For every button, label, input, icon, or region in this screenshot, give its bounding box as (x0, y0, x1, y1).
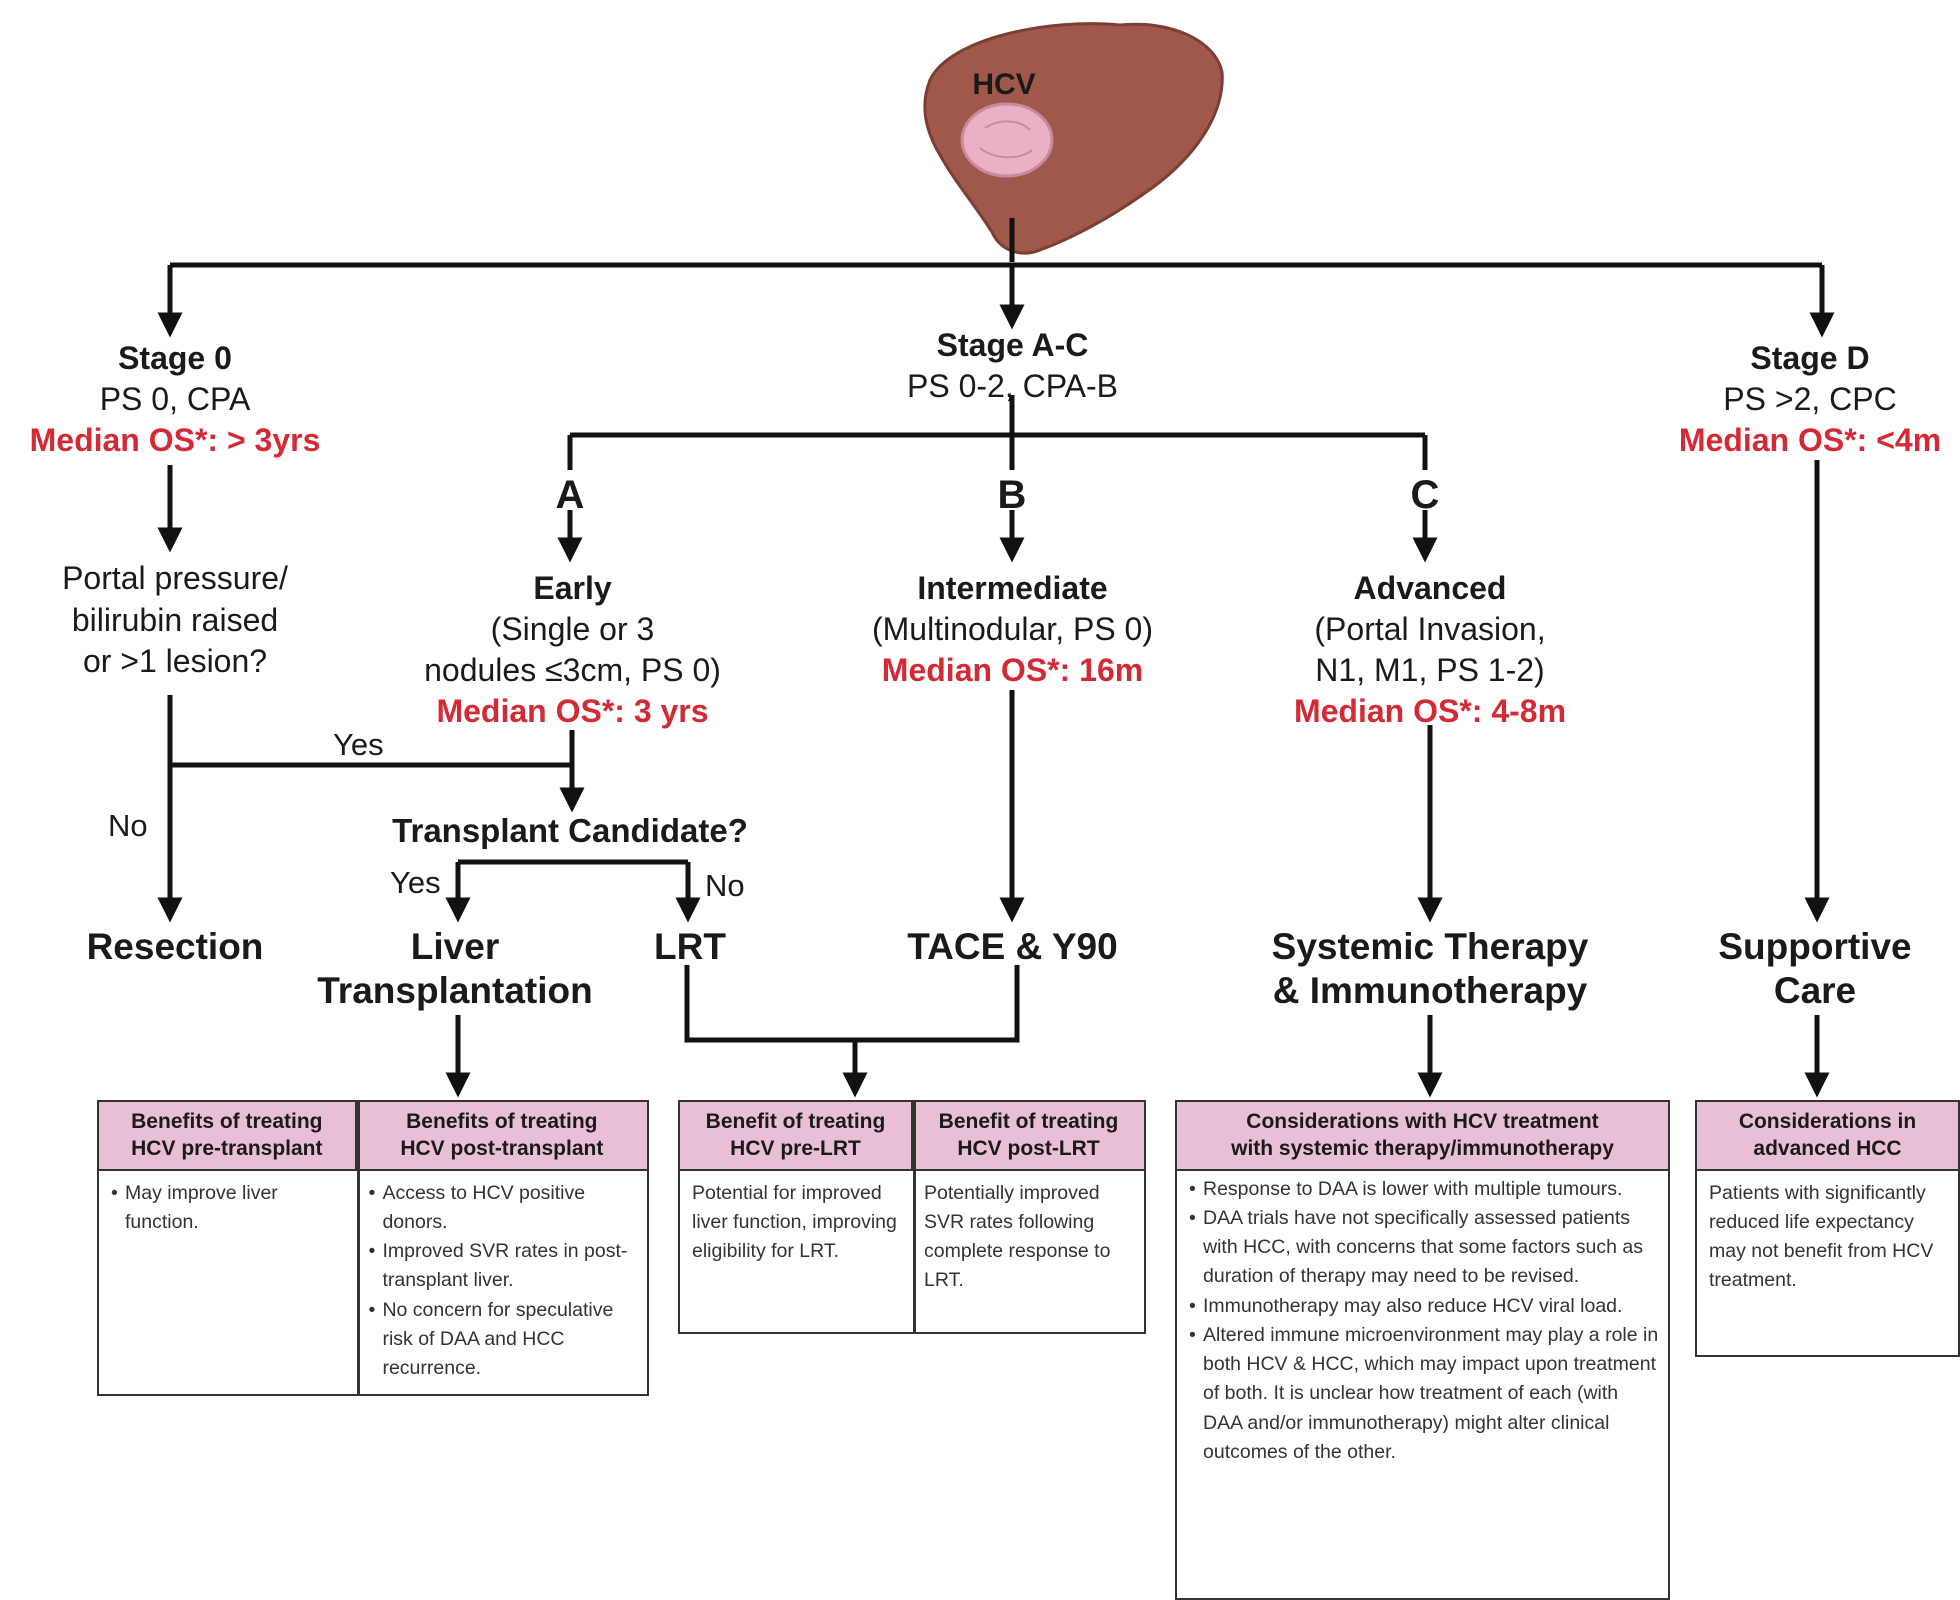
box-header: Benefit of treating HCV pre-LRT (680, 1102, 911, 1169)
tace-y90-outcome: TACE & Y90 (907, 926, 1118, 967)
box-cell: Potential for improved liver function, i… (692, 1181, 897, 1263)
box-bullet: Altered immune microenvironment may play… (1189, 1321, 1659, 1467)
box-header: Considerations with HCV treatment with s… (1177, 1102, 1668, 1169)
outcome-line: & Immunotherapy (1272, 970, 1588, 1012)
liver-label: HCV (972, 68, 1036, 101)
stage0-question-line: Portal pressure/ (62, 560, 288, 596)
advanced-os: Median OS*: 4-8m (1293, 692, 1567, 729)
box-cell: Response to DAA is lower with multiple t… (1177, 1171, 1668, 1476)
transplant-yes-label: Yes (390, 865, 441, 900)
branch-c-letter: C (1410, 473, 1440, 517)
stage0-no-label: No (108, 808, 148, 843)
resection-outcome: Resection (86, 926, 264, 967)
advanced-considerations-box: Considerations in advanced HCC Patients … (1695, 1100, 1960, 1357)
stageAC-sub: PS 0-2, CPA-B (906, 367, 1119, 404)
box-cell: Access to HCV positive donors. Improved … (356, 1171, 647, 1392)
header-line: HCV pre-transplant (131, 1137, 323, 1161)
header-line: Benefit of treating (705, 1110, 886, 1133)
lrt-benefits-box: Benefit of treating HCV pre-LRT Benefit … (678, 1100, 1146, 1334)
advanced-title: Advanced (1353, 570, 1507, 606)
header-line: HCV post-transplant (400, 1137, 604, 1161)
box-cell: May improve liver function. (99, 1171, 356, 1392)
advanced-node: Advanced (Portal Invasion, N1, M1, PS 1-… (1250, 568, 1610, 732)
header-line: Benefits of treating (131, 1110, 323, 1133)
header-line: HCV pre-LRT (730, 1137, 861, 1161)
header-line: Considerations in (1738, 1110, 1917, 1133)
stage0-sub: PS 0, CPA (99, 380, 251, 417)
advanced-desc-line: (Portal Invasion, (1314, 610, 1546, 647)
systemic-therapy-outcome: Systemic Therapy & Immunotherapy (1240, 925, 1620, 1014)
branch-b-letter: B (997, 473, 1027, 517)
header-line: Benefits of treating (406, 1110, 598, 1133)
stageAC-title: Stage A-C (936, 327, 1089, 363)
box-bullet: Immunotherapy may also reduce HCV viral … (1189, 1292, 1659, 1322)
intermediate-title: Intermediate (917, 570, 1108, 606)
box-cell: Patients with significantly reduced life… (1709, 1181, 1934, 1292)
stage0-os: Median OS*: > 3yrs (29, 421, 321, 458)
outcome-line: Liver (410, 926, 500, 967)
box-header: Benefit of treating HCV post-LRT (911, 1102, 1144, 1169)
early-desc-line: (Single or 3 (490, 610, 655, 647)
outcome-line: Supportive (1718, 926, 1912, 967)
liver-transplantation-outcome: Liver Transplantation (300, 925, 610, 1014)
intermediate-node: Intermediate (Multinodular, PS 0) Median… (830, 568, 1195, 691)
stage0-node: Stage 0 PS 0, CPA Median OS*: > 3yrs (20, 338, 330, 461)
outcome-line: Transplantation (317, 970, 593, 1012)
lrt-outcome: LRT (654, 926, 726, 967)
stage0-question-line: bilirubin raised (71, 601, 279, 638)
systemic-considerations-box: Considerations with HCV treatment with s… (1175, 1100, 1670, 1600)
outcome-line: Systemic Therapy (1271, 926, 1589, 967)
box-bullet: Response to DAA is lower with multiple t… (1189, 1175, 1659, 1205)
early-node: Early (Single or 3 nodules ≤3cm, PS 0) M… (390, 568, 755, 732)
box-cell: Potentially improved SVR rates following… (924, 1181, 1111, 1292)
header-line: Considerations with HCV treatment (1246, 1110, 1599, 1133)
early-desc-line: nodules ≤3cm, PS 0) (424, 651, 721, 688)
transplant-benefits-box: Benefits of treating HCV pre-transplant … (97, 1100, 649, 1396)
outcome-line: Care (1773, 970, 1857, 1012)
box-header: Considerations in advanced HCC (1697, 1102, 1958, 1169)
stageD-os: Median OS*: <4m (1678, 421, 1942, 458)
stageD-node: Stage D PS >2, CPC Median OS*: <4m (1660, 338, 1960, 461)
advanced-desc-line: N1, M1, PS 1-2) (1315, 651, 1545, 688)
header-line: advanced HCC (1753, 1137, 1902, 1161)
box-bullet: Improved SVR rates in post-transplant li… (368, 1237, 638, 1296)
liver-icon (923, 22, 1224, 255)
stageD-title: Stage D (1750, 340, 1870, 376)
intermediate-desc-line: (Multinodular, PS 0) (871, 610, 1153, 647)
box-header: Benefits of treating HCV pre-transplant (99, 1102, 355, 1169)
box-bullet: Access to HCV positive donors. (368, 1179, 638, 1238)
transplant-candidate-question: Transplant Candidate? (392, 812, 748, 849)
header-line: Benefit of treating (938, 1110, 1119, 1133)
header-line: HCV post-LRT (957, 1137, 1100, 1161)
transplant-no-label: No (705, 868, 745, 903)
early-title: Early (533, 570, 612, 606)
stageD-sub: PS >2, CPC (1723, 380, 1897, 417)
box-bullet: No concern for speculative risk of DAA a… (368, 1296, 638, 1384)
box-bullet: DAA trials have not specifically assesse… (1189, 1204, 1659, 1292)
stage0-question: Portal pressure/ bilirubin raised or >1 … (20, 558, 330, 683)
early-os: Median OS*: 3 yrs (436, 692, 709, 729)
supportive-care-outcome: Supportive Care (1680, 925, 1950, 1014)
stageAC-node: Stage A-C PS 0-2, CPA-B (850, 325, 1175, 407)
stage0-yes-label: Yes (333, 727, 384, 762)
intermediate-os: Median OS*: 16m (881, 651, 1144, 688)
header-line: with systemic therapy/immunotherapy (1231, 1137, 1614, 1161)
stage0-title: Stage 0 (118, 340, 232, 376)
box-header: Benefits of treating HCV post-transplant (354, 1102, 647, 1169)
branch-a-letter: A (555, 473, 585, 517)
box-bullet: May improve liver function. (111, 1179, 347, 1238)
stage0-question-line: or >1 lesion? (82, 643, 268, 680)
